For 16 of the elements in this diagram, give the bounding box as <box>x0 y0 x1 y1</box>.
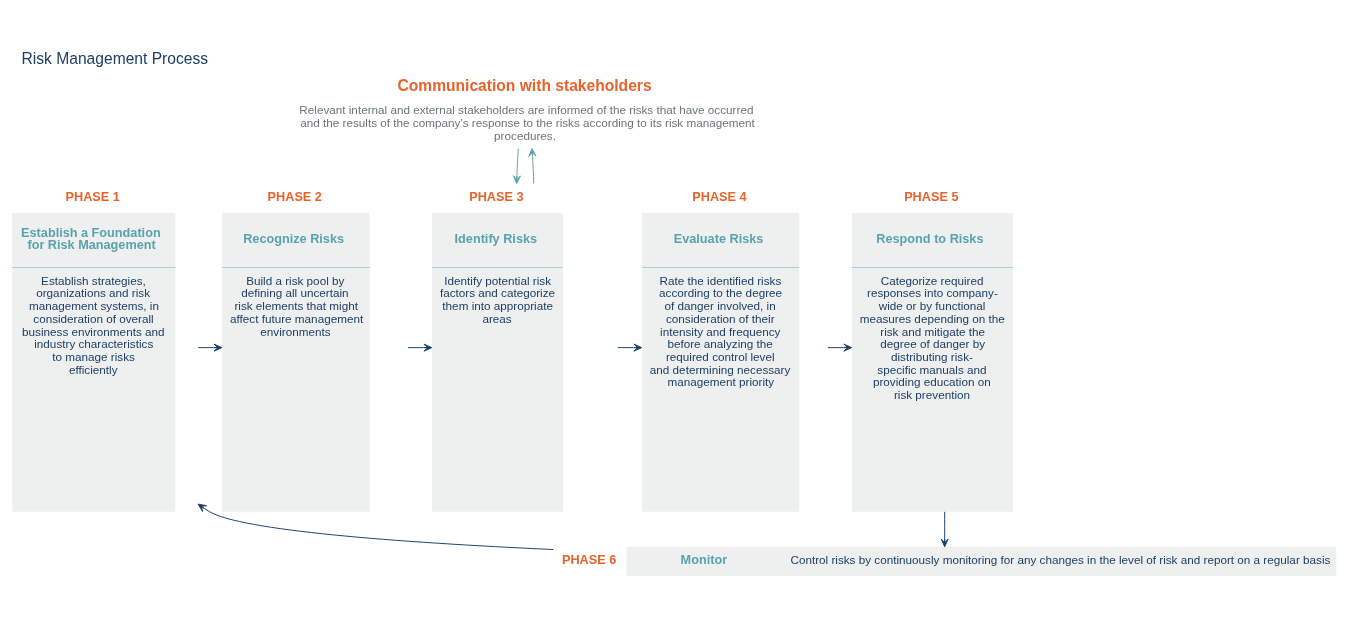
arrow <box>940 510 949 547</box>
diagram-title: Risk Management Process <box>21 49 209 67</box>
arrow <box>197 343 223 352</box>
node-label: PHASE 1 <box>65 189 120 204</box>
arrow <box>512 147 521 184</box>
arrow <box>407 343 433 352</box>
arrow <box>528 147 537 184</box>
node-label: PHASE 3 <box>469 189 524 204</box>
node-text: Communication with stakeholders Relevant internal and external stakeholders are informed of the risks that have occurred and the results of the company’s response to the risks according to its risk management procedures. <box>299 76 755 142</box>
node-label: PHASE 6 <box>561 552 617 567</box>
node-label: PHASE 5 <box>904 189 959 204</box>
node-label: PHASE 4 <box>692 189 747 204</box>
arrow <box>617 343 643 352</box>
arrow <box>197 503 554 550</box>
arrow <box>827 343 853 352</box>
node-label: PHASE 2 <box>267 189 322 204</box>
